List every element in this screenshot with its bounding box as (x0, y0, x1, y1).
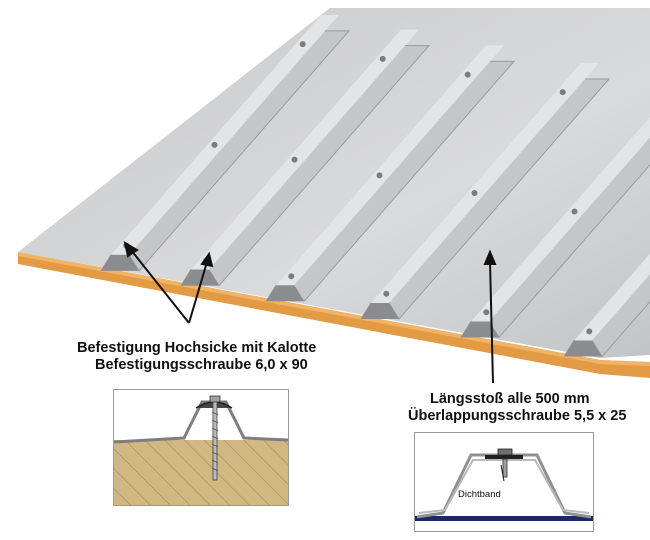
crest-fastening-drawing (113, 395, 289, 505)
rib-crest-1 (111, 14, 339, 255)
screw-head (559, 89, 566, 96)
sheet-ribs (100, 14, 650, 358)
screw-head (464, 71, 471, 78)
rib-crest-6 (574, 253, 650, 341)
rib-front-face-1 (101, 254, 139, 271)
screw-head (383, 290, 390, 297)
callout-right-line1: Längsstoß alle 500 mm (430, 391, 590, 407)
screw-head (379, 55, 386, 62)
detail-crest-fastening (113, 389, 289, 506)
rib-front-face-5 (461, 321, 499, 338)
rib-front-face-2 (181, 269, 219, 286)
callout-left-line2: Befestigungsschraube 6,0 x 90 (95, 357, 308, 373)
overlap-joint-drawing (415, 448, 593, 521)
detail-overlap-joint (414, 432, 594, 532)
callout-right-line2: Überlappungsschraube 5,5 x 25 (408, 408, 627, 424)
callout-arrows (123, 240, 497, 384)
rib-crest-5 (471, 116, 650, 322)
rib-crest-4 (371, 62, 599, 303)
trapezoid-sheet (18, 8, 650, 358)
seal-tape-label: Dichtband (458, 489, 501, 500)
callout-left-line1: Befestigung Hochsicke mit Kalotte (77, 340, 317, 356)
rib-front-face-6 (564, 340, 602, 357)
fastening-callout-left: Befestigung Hochsicke mit Kalotte Befest… (77, 340, 316, 374)
screw-head (291, 156, 298, 163)
screw-head (288, 273, 295, 280)
screw-head (299, 41, 306, 48)
rib-front-face-4 (361, 302, 399, 319)
rib-crest-2 (191, 29, 419, 270)
overlap-callout-right: Längsstoß alle 500 mm Überlappungsschrau… (408, 391, 626, 425)
screw-head (471, 189, 478, 196)
rib-crest-3 (276, 45, 504, 286)
screw-head (376, 172, 383, 179)
screw-head (483, 309, 490, 316)
screw-head (211, 141, 218, 148)
rib-front-face-3 (266, 285, 304, 302)
screw-head (586, 328, 593, 335)
screw-head (571, 208, 578, 215)
